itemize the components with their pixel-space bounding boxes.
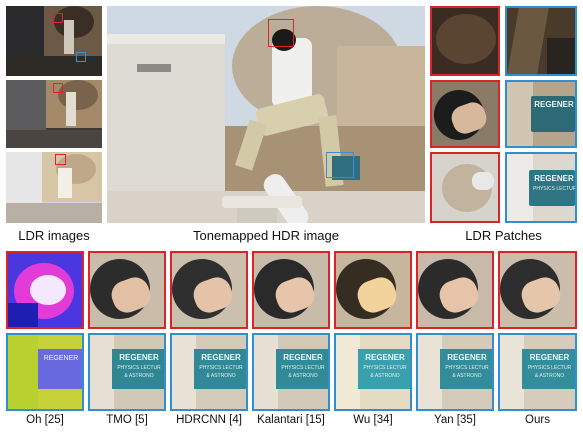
method-wu-blue-patch: REGENER PHYSICS LECTUR & ASTRONO — [334, 333, 412, 411]
ldr-image-bright — [6, 152, 102, 223]
ldr-patches-caption: LDR Patches — [465, 228, 542, 243]
hdr-red-marker — [268, 19, 294, 47]
method-label-hdrcnn: HDRCNN [4] — [176, 414, 242, 426]
method-tmo-red-patch — [88, 251, 166, 329]
kalantari-sign-subtext: PHYSICS LECTUR — [281, 365, 325, 371]
method-kalantari-red-patch — [252, 251, 330, 329]
method-label-oh: Oh [25] — [26, 414, 64, 426]
ldr-bright-red-marker — [55, 154, 66, 165]
ldr-medium-red-marker — [53, 83, 63, 93]
wu-sign-subtext2: & ASTRONO — [370, 373, 400, 379]
ldr-patch-red-bright — [430, 152, 500, 223]
kalantari-sign-text: REGENER — [283, 353, 323, 362]
wu-sign-subtext: PHYSICS LECTUR — [363, 365, 407, 371]
tonemapped-caption: Tonemapped HDR image — [193, 228, 339, 243]
hdrcnn-sign-subtext: PHYSICS LECTUR — [199, 365, 243, 371]
hdrcnn-sign-subtext2: & ASTRONO — [206, 373, 236, 379]
ldr-patch-blue-bright: REGENER PHYSICS LECTUR — [505, 152, 577, 223]
blue-patch-medium-sign-text: REGENER — [534, 100, 574, 109]
hdrcnn-sign-text: REGENER — [201, 353, 241, 362]
method-ours-red-patch — [498, 251, 577, 329]
method-label-ours: Ours — [525, 414, 550, 426]
method-label-tmo: TMO [5] — [106, 414, 148, 426]
method-yan-blue-patch: REGENER PHYSICS LECTUR & ASTRONO — [416, 333, 494, 411]
tmo-sign-text: REGENER — [119, 353, 159, 362]
yan-sign-subtext: PHYSICS LECTUR — [445, 365, 489, 371]
yan-sign-subtext2: & ASTRONO — [452, 373, 482, 379]
yan-sign-text: REGENER — [447, 353, 487, 362]
method-oh-blue-patch: REGENER — [6, 333, 84, 411]
ldr-patch-red-dark — [430, 6, 500, 76]
kalantari-sign-subtext2: & ASTRONO — [288, 373, 318, 379]
tmo-sign-subtext: PHYSICS LECTUR — [117, 365, 161, 371]
ours-sign-subtext: PHYSICS LECTUR — [527, 365, 572, 371]
method-oh-red-patch — [6, 251, 84, 329]
blue-patch-bright-sign-text: REGENER — [534, 174, 574, 183]
ours-sign-subtext2: & ASTRONO — [534, 373, 565, 379]
method-hdrcnn-red-patch — [170, 251, 248, 329]
ldr-patch-blue-dark — [505, 6, 577, 76]
method-label-yan: Yan [35] — [434, 414, 476, 426]
tonemapped-hdr-image — [107, 6, 425, 223]
ldr-dark-red-marker — [53, 13, 63, 23]
method-ours-blue-patch: REGENER PHYSICS LECTUR & ASTRONO — [498, 333, 577, 411]
wu-sign-text: REGENER — [365, 353, 405, 362]
ldr-patch-blue-medium: REGENER — [505, 80, 577, 148]
ours-sign-text: REGENER — [529, 353, 570, 362]
method-label-kalantari: Kalantari [15] — [257, 414, 325, 426]
hdr-blue-marker — [326, 152, 354, 178]
blue-patch-bright-sign-subtext: PHYSICS LECTUR — [533, 186, 577, 192]
oh-sign-text: REGENER — [43, 355, 79, 362]
method-label-wu: Wu [34] — [353, 414, 393, 426]
ldr-patch-red-medium — [430, 80, 500, 148]
tmo-sign-subtext2: & ASTRONO — [124, 373, 154, 379]
method-kalantari-blue-patch: REGENER PHYSICS LECTUR & ASTRONO — [252, 333, 330, 411]
method-tmo-blue-patch: REGENER PHYSICS LECTUR & ASTRONO — [88, 333, 166, 411]
ldr-image-medium — [6, 80, 102, 148]
ldr-images-caption: LDR images — [18, 228, 90, 243]
ldr-dark-blue-marker — [76, 52, 86, 62]
method-yan-red-patch — [416, 251, 494, 329]
method-hdrcnn-blue-patch: REGENER PHYSICS LECTUR & ASTRONO — [170, 333, 248, 411]
ldr-image-dark — [6, 6, 102, 76]
method-wu-red-patch — [334, 251, 412, 329]
